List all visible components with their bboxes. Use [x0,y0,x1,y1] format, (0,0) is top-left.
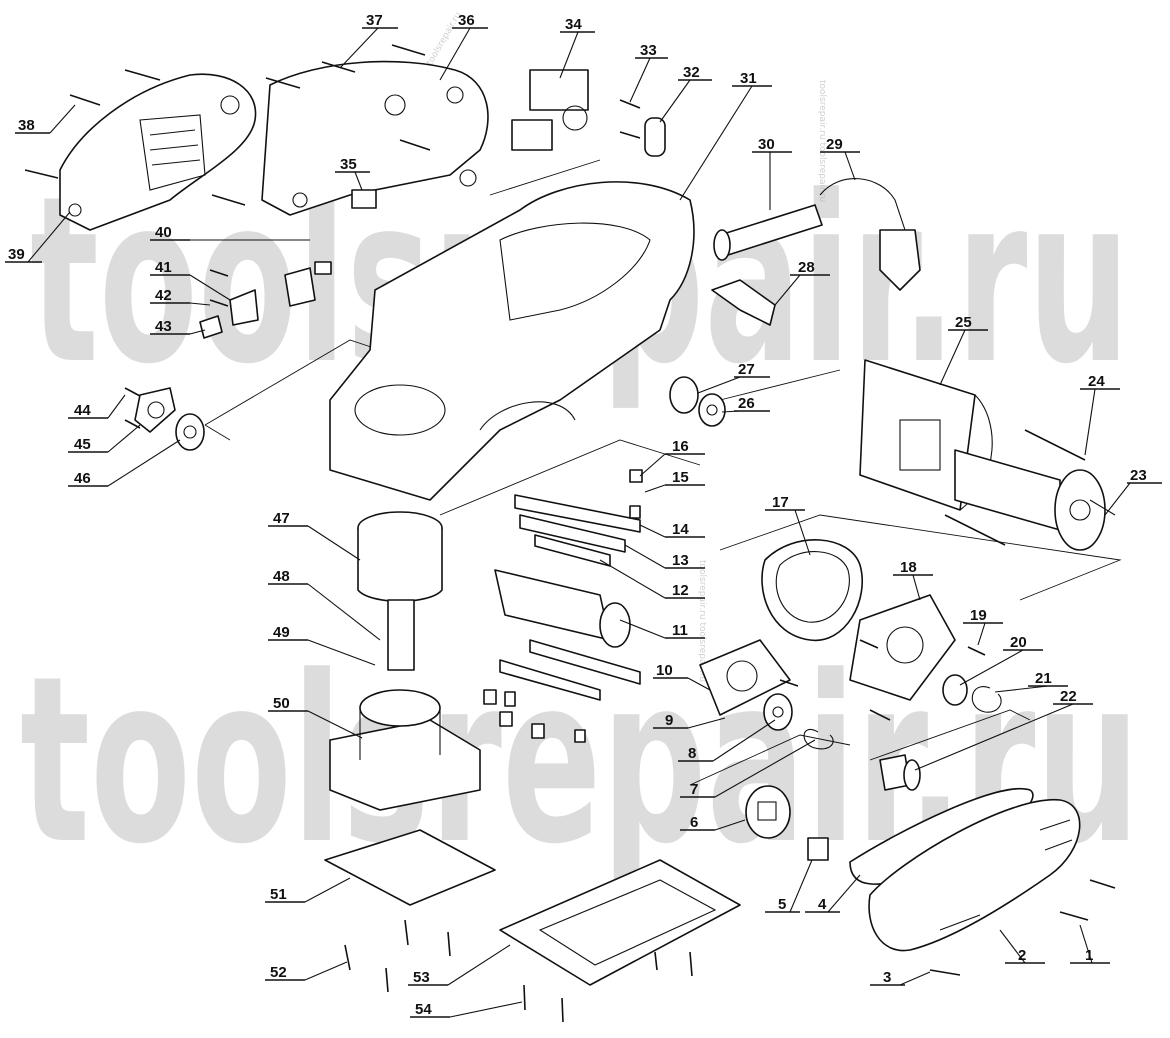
part-5-nut [807,837,829,861]
screws [24,44,1116,1023]
callout-19: 19 [970,607,987,624]
callout-33: 33 [640,42,657,59]
callout-37: 37 [366,12,383,29]
part-34-switch [511,69,589,151]
part-20-21-bearing-ring [942,674,1002,713]
callout-51: 51 [270,886,287,903]
part-36-handle-half [261,60,489,216]
callout-36: 36 [458,12,475,29]
part-47-49-spindle [357,511,443,671]
part-17-belt-cover-ring [761,539,863,642]
callout-26: 26 [738,395,755,412]
callout-15: 15 [672,469,689,486]
callout-12: 12 [672,582,689,599]
part-6-pulley [745,785,791,839]
callout-1: 1 [1085,947,1093,964]
callout-29: 29 [826,136,843,153]
callout-39: 39 [8,246,25,263]
callout-53: 53 [413,969,430,986]
callout-42: 42 [155,287,172,304]
part-45-bearing-plate [134,387,176,433]
callout-10: 10 [656,662,673,679]
callout-47: 47 [273,510,290,527]
callout-40: 40 [155,224,172,241]
callout-38: 38 [18,117,35,134]
callout-23: 23 [1130,467,1147,484]
callout-20: 20 [1010,634,1027,651]
part-7-circlip [803,729,834,750]
part-18-gear-plate [849,594,956,701]
callout-22: 22 [1060,688,1077,705]
part-8-9-bearing [763,693,793,731]
callout-18: 18 [900,559,917,576]
callout-3: 3 [883,969,891,986]
callout-31: 31 [740,70,757,87]
part-51-plate [324,829,496,906]
callout-44: 44 [74,402,91,419]
callout-54: 54 [415,1001,432,1018]
callout-labels: 1 2 3 4 5 6 7 8 9 10 11 12 13 14 15 16 1… [8,12,1147,1018]
callout-7: 7 [690,781,698,798]
callout-28: 28 [798,259,815,276]
callout-41: 41 [155,259,172,276]
assembly-guide-lines [204,159,1122,786]
callout-5: 5 [778,896,786,913]
callout-49: 49 [273,624,290,641]
callout-6: 6 [690,814,698,831]
part-12-14-blades [499,494,641,701]
part-53-base-plate [499,859,741,986]
callout-46: 46 [74,470,91,487]
leader-lines [27,27,1131,1018]
small-components [199,189,643,743]
part-30-sleeve [713,204,823,261]
part-24-armature [954,449,1116,551]
callout-9: 9 [665,712,673,729]
callout-16: 16 [672,438,689,455]
part-50-motor-base [329,689,481,811]
part-39-side-cover [59,73,257,231]
part-2-belt-cover [868,799,1081,952]
callout-32: 32 [683,64,700,81]
callout-4: 4 [818,896,827,913]
callout-50: 50 [273,695,290,712]
part-10-bearing-housing [699,639,791,716]
callout-35: 35 [340,156,357,173]
part-25-stator [859,359,993,511]
part-31-main-housing [329,181,695,501]
callout-45: 45 [74,436,91,453]
part-26-27-bearings [669,376,726,427]
callout-25: 25 [955,314,972,331]
part-29-power-cord [819,178,921,291]
callout-24: 24 [1088,373,1105,390]
callout-52: 52 [270,964,287,981]
part-11-drum [494,569,631,648]
callout-48: 48 [273,568,290,585]
callout-underlines [5,27,1162,1018]
callout-17: 17 [772,494,789,511]
part-46-bearing [175,413,205,451]
callout-43: 43 [155,318,172,335]
callout-27: 27 [738,361,755,378]
part-28-cord-clamp [711,279,776,326]
part-22-pulley [879,754,921,791]
part-32-clamp [644,117,666,157]
callout-14: 14 [672,521,689,538]
callout-30: 30 [758,136,775,153]
callout-21: 21 [1035,670,1052,687]
callout-8: 8 [688,745,696,762]
callout-2: 2 [1018,947,1026,964]
callout-13: 13 [672,552,689,569]
watermark-small-3: toolsrepair.ru toolsrepair.ru [697,560,707,682]
watermark-small-2: toolsrepair.ru toolsrepair.ru [817,80,827,202]
callout-34: 34 [565,16,582,33]
callout-11: 11 [672,622,688,639]
